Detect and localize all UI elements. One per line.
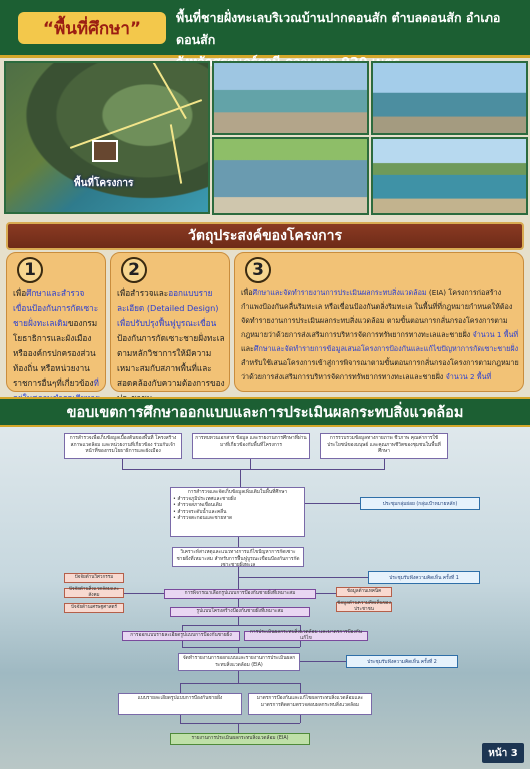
factor-environment: ปัจจัยด้านสิ่งแวดล้อมและสังคม [64, 587, 124, 598]
objective-segment: ของกรมโยธาธิการและผังเมือง หรือองค์กรปกค… [13, 318, 98, 388]
detail-design-box: การออกแบบรายละเอียดรูปแบบการป้องกันชายฝั… [122, 631, 240, 641]
map-project-label: พื้นที่โครงการ [74, 178, 134, 189]
page-number: หน้า 3 [482, 743, 524, 763]
scope-title: ขอบเขตการศึกษาออกแบบและการประเมินผลกระทบ… [0, 397, 530, 427]
objective-card-1: 1 เพื่อศึกษาและสำรวจเขื่อนป้องกันการกัดเ… [6, 252, 106, 403]
objective-segment: เพื่อสำรวจและ [117, 288, 169, 298]
meeting-3: ประชุมรับฟังความคิดเห็น ครั้งที่ 2 [346, 655, 458, 668]
survey-item: • สำรวจระดับน้ำและคลื่น [173, 509, 227, 515]
top-box-1: การสำรวจเพื่อเก็บข้อมูลเบื้องต้นของพื้นท… [64, 433, 182, 459]
objective-segment: และ [241, 344, 254, 353]
factor-engineering: ปัจจัยด้านวิศวกรรม [64, 573, 124, 583]
info-public-opinion: ข้อมูลด้านความคิดเห็นของประชาชน [336, 601, 392, 612]
design-box: รูปแบบโครงสร้างป้องกันชายฝั่งที่เหมาะสม [170, 607, 310, 617]
survey-item: • สำรวจภูมิประเทศและชายฝั่ง [173, 496, 236, 502]
objective-highlight: ศึกษาและจัดทำรายงานการประเมินผลกระทบสิ่ง… [252, 288, 427, 297]
objective-segment: เพื่อ [13, 288, 27, 298]
objective-card-2: 2 เพื่อสำรวจและออกแบบรายละเอียด (Detaile… [110, 252, 230, 403]
objective-number: 1 [17, 257, 43, 283]
objective-text: เพื่อศึกษาและสำรวจเขื่อนป้องกันการกัดเซา… [13, 286, 103, 406]
objective-number: 3 [245, 257, 271, 283]
objective-highlight: ออกแบบรายละเอียด (Detailed Design) เพื่อ… [117, 288, 219, 328]
site-photo-2 [371, 61, 528, 135]
eia-assessment-box: การประเมินผลกระทบสิ่งแวดล้อม และมาตรการป… [244, 630, 368, 641]
site-photo-3 [212, 137, 369, 215]
objective-segment: (EIA) โครงการก่อสร้างกำแพงป้องกันคลื่นริ… [241, 288, 513, 339]
info-technical: ข้อมูลด้านเทคนิค [336, 587, 392, 597]
analysis-box: วิเคราะห์สาเหตุและแนวทางการแก้ไขปัญหาการ… [172, 547, 304, 568]
mitigation-box: มาตรการป้องกันและแก้ไขผลกระทบสิ่งแวดล้อม… [248, 693, 372, 715]
study-area-badge: “พื้นที่ศึกษา” [18, 12, 166, 44]
survey-title: การสำรวจและจัดเก็บข้อมูลเพิ่มเติมในพื้นท… [187, 490, 288, 495]
survey-item: • สำรวจสภาพเขื่อนเดิม [173, 503, 223, 508]
factor-economic: ปัจจัยด้านเศรษฐศาสตร์ [64, 603, 124, 613]
report-box: จัดทำรายงานการออกแบบและรายงานการประเมินผ… [178, 653, 300, 671]
objective-number: 2 [121, 257, 147, 283]
objective-segment: ป้องกันการกัดเซาะชายฝั่งทะเลตามหลักวิชาก… [117, 333, 225, 403]
objective-text: เพื่อศึกษาและจัดทำรายงานการประเมินผลกระท… [241, 286, 521, 384]
objectives-title: วัตถุประสงค์ของโครงการ [6, 222, 524, 250]
detailed-drawing-box: แบบรายละเอียดรูปแบบการป้องกันชายฝั่ง [118, 693, 242, 715]
scope-diagram: การสำรวจเพื่อเก็บข้อมูลเบื้องต้นของพื้นท… [0, 427, 530, 769]
project-location-marker [92, 140, 118, 162]
meeting-1: ประชุมกลุ่มย่อย (กลุ่มเป้าหมายหลัก) [360, 497, 480, 510]
final-eia-report: รายงานการประเมินผลกระทบสิ่งแวดล้อม (EIA) [170, 733, 310, 745]
top-box-3: การรวบรวมข้อมูลทางกายภาพ ชีวภาพ คุณค่ากา… [320, 433, 448, 459]
survey-item: • สำรวจตะกอนและชายหาด [173, 516, 233, 521]
objective-segment: สำหรับใช้เสนอโครงการเข้าสู่การพิจารณาตาม… [241, 358, 519, 381]
meeting-2: ประชุมรับฟังความคิดเห็น ครั้งที่ 1 [368, 571, 480, 584]
alternative-box: การพิจารณาเลือกรูปแบบการป้องกันชายฝั่งที… [164, 589, 316, 599]
top-box-2: การทบทวนเอกสาร ข้อมูล และรายงานการศึกษาท… [192, 433, 310, 459]
site-photo-4 [371, 137, 528, 215]
title-line-1: พื้นที่ชายฝั่งทะเลบริเวณบ้านปากดอนสัก ตำ… [176, 10, 501, 47]
objective-highlight: จำนวน 1 พื้นที่ [472, 330, 519, 339]
objective-highlight: ศึกษาและสำรวจเขื่อนป้องกันการกัดเซาะชายฝ… [13, 288, 99, 328]
satellite-map: พื้นที่โครงการ [4, 61, 210, 214]
objective-card-3: 3 เพื่อศึกษาและจัดทำรายงานการประเมินผลกร… [234, 252, 524, 392]
objective-text: เพื่อสำรวจและออกแบบรายละเอียด (Detailed … [117, 286, 227, 406]
site-photo-1 [212, 61, 369, 135]
objective-segment: เพื่อ [241, 288, 253, 297]
objective-highlight: ศึกษาและจัดทำรายการข้อมูลเสนอโครงการป้อง… [253, 344, 519, 353]
survey-box: การสำรวจและจัดเก็บข้อมูลเพิ่มเติมในพื้นท… [170, 487, 305, 537]
objective-highlight: จำนวน 2 พื้นที่ [445, 372, 492, 381]
